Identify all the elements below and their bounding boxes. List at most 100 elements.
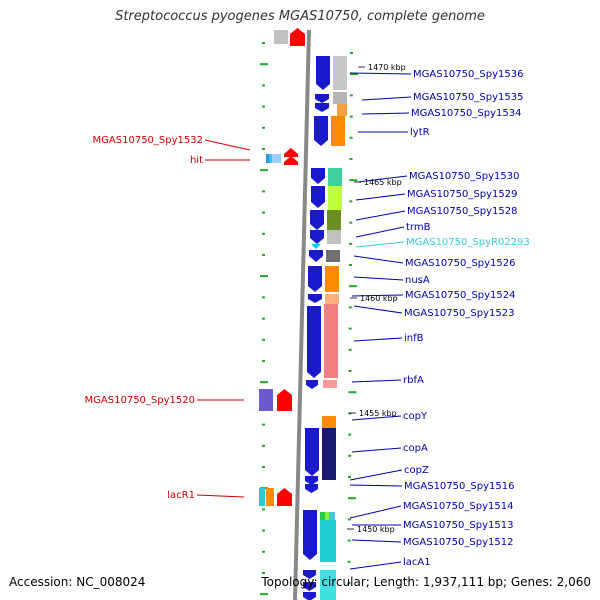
forward-gene: [310, 230, 324, 244]
gene-label: MGAS10750_Spy1529: [407, 189, 517, 200]
scale-label: 1455 kbp: [359, 409, 397, 418]
ortholog-block: [331, 116, 345, 146]
gene-label: MGAS10750_Spy1514: [403, 501, 513, 512]
label-leader: [349, 484, 403, 487]
left-tick: [262, 296, 265, 299]
scale-label: 1450 kbp: [357, 525, 395, 534]
scale-label: 1470 kbp: [368, 63, 406, 72]
left-tick: [260, 275, 268, 278]
left-tick: [262, 211, 265, 214]
label-leader: [349, 505, 402, 519]
right-tick: [349, 179, 358, 182]
genome-backbone: [293, 29, 311, 600]
forward-gene: [306, 380, 318, 389]
right-tick: [349, 115, 353, 118]
forward-gene: [314, 116, 328, 146]
forward-gene: [315, 103, 329, 112]
label-leader: [357, 175, 408, 183]
label-leader: [353, 305, 403, 314]
gene-label: MGAS10750_Spy1532: [93, 135, 203, 146]
right-tick: [348, 306, 352, 309]
ortholog-block: [325, 294, 339, 304]
ortholog-block: [320, 520, 336, 562]
ortholog-block: [337, 104, 347, 116]
right-tick: [348, 433, 352, 436]
genome-title: Streptococcus pyogenes MGAS10750, comple…: [115, 9, 485, 24]
gene-label: MGAS10750_Spy1524: [405, 290, 515, 301]
reverse-gene: [284, 148, 298, 157]
label-leader: [351, 539, 402, 543]
forward-gene: [309, 250, 323, 262]
gene-label: copZ: [404, 465, 429, 476]
gene-features: [259, 28, 347, 600]
label-leader: [351, 379, 402, 383]
label-leader: [353, 276, 404, 281]
gene-label: MGAS10750_Spy1516: [404, 481, 514, 492]
left-tick: [262, 360, 265, 362]
left-tick: [260, 169, 268, 172]
reverse-gene: [277, 389, 292, 411]
reverse-gene: [284, 156, 298, 165]
label-leader: [351, 415, 402, 421]
gene-label: MGAS10750_SpyR02293: [406, 237, 530, 248]
ortholog-block: [333, 92, 347, 104]
ortholog-block: [275, 154, 281, 163]
label-leader: [355, 210, 406, 221]
ortholog-block: [328, 186, 342, 210]
reverse-gene: [290, 28, 305, 46]
forward-gene: [305, 428, 319, 476]
right-gene-labels: MGAS10750_Spy1536MGAS10750_Spy1535MGAS10…: [349, 69, 530, 570]
left-tick: [262, 254, 265, 256]
left-tick: [262, 105, 265, 108]
label-leader: [349, 469, 403, 481]
label-leader: [196, 494, 245, 498]
ortholog-block: [326, 250, 340, 262]
forward-gene: [307, 306, 321, 378]
left-tick: [260, 593, 268, 596]
rna-gene: [311, 244, 321, 249]
accession-label: Accession: NC_008024: [9, 575, 146, 589]
right-tick: [348, 348, 352, 351]
gene-label: nusA: [405, 275, 430, 286]
gene-label: MGAS10750_Spy1534: [411, 108, 521, 119]
ortholog-block: [327, 210, 341, 230]
label-leader: [349, 561, 402, 570]
gene-label: copA: [403, 443, 428, 454]
forward-gene: [303, 582, 316, 591]
left-tick: [262, 317, 265, 320]
left-tick: [262, 148, 265, 150]
left-tick: [262, 572, 265, 574]
label-leader: [355, 193, 406, 201]
scale-label: 1465 kbp: [364, 178, 402, 187]
ortholog-block: [266, 488, 274, 506]
right-tick: [348, 370, 352, 372]
reverse-gene: [277, 488, 292, 506]
gene-label: hit: [190, 155, 203, 166]
gene-label: copY: [403, 411, 428, 422]
left-tick: [260, 63, 268, 66]
forward-gene: [305, 476, 318, 485]
left-tick: [260, 381, 268, 384]
left-tick: [262, 190, 265, 193]
label-leader: [361, 96, 412, 101]
right-tick: [348, 327, 352, 330]
ortholog-block: [305, 414, 318, 428]
gene-label: MGAS10750_Spy1520: [85, 395, 195, 406]
right-tick: [349, 73, 358, 76]
backbone-line: [293, 29, 311, 600]
ortholog-block: [325, 512, 329, 520]
ortholog-block: [325, 266, 339, 292]
gene-label: lacA1: [403, 557, 431, 568]
ortholog-block: [272, 154, 275, 163]
ortholog-block: [327, 230, 341, 244]
forward-gene: [303, 510, 317, 560]
ortholog-block: [259, 488, 265, 506]
forward-gene: [308, 294, 322, 303]
ortholog-block: [320, 570, 336, 600]
label-leader: [355, 226, 405, 238]
gene-label: lytR: [410, 127, 430, 138]
right-tick: [349, 200, 353, 203]
forward-gene: [311, 168, 325, 184]
